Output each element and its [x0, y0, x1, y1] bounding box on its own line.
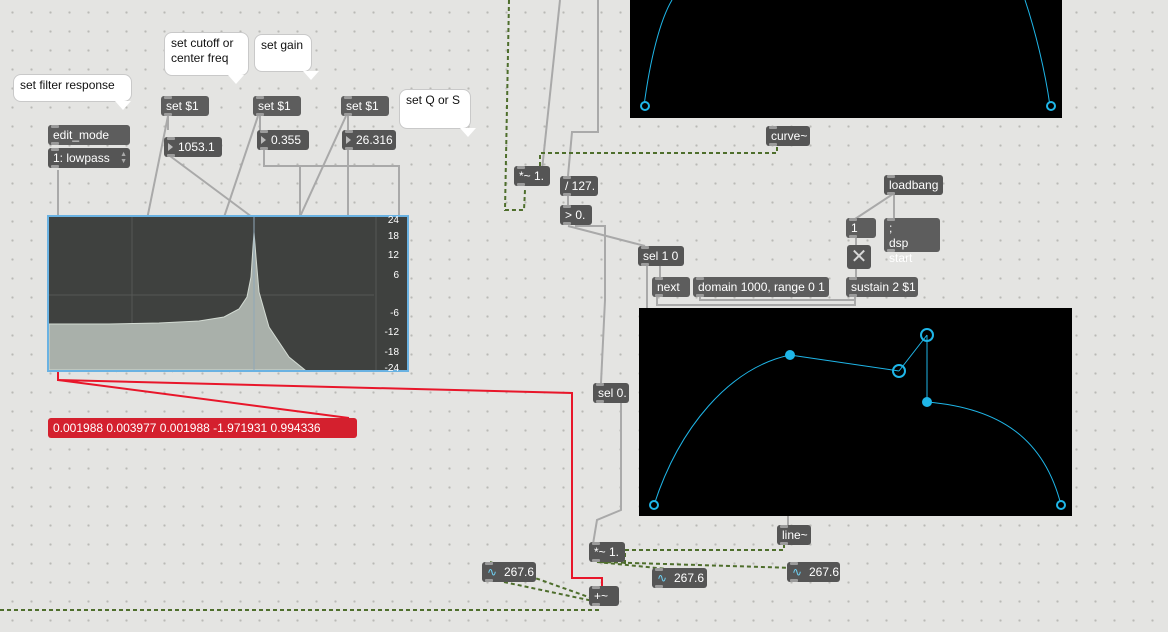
set-cutoff-message[interactable]: set $1	[161, 96, 209, 116]
line-function-panel[interactable]	[639, 308, 1072, 516]
gain-number[interactable]: 0.355	[257, 130, 309, 150]
x-toggle-icon[interactable]: ✕	[847, 245, 871, 269]
cutoff-value: 1053.1	[178, 140, 215, 154]
tilde-wave-icon: ∿	[792, 565, 803, 579]
signal-number-left[interactable]: ∿ 267.6	[482, 562, 536, 582]
set-q-message[interactable]: set $1	[341, 96, 389, 116]
curve-object[interactable]: curve~	[766, 126, 810, 146]
triangle-icon	[261, 136, 266, 144]
coefficients-message[interactable]: 0.001988 0.003977 0.001988 -1.971931 0.9…	[48, 418, 357, 438]
filter-response-curve	[49, 217, 377, 370]
db-label: -12	[384, 327, 399, 338]
tilde-wave-icon: ∿	[657, 571, 668, 585]
line-function-graph	[649, 328, 1066, 510]
db-label: -24	[384, 363, 399, 374]
sel-0[interactable]: sel 0.	[593, 383, 629, 403]
filter-type-value: 1: lowpass	[53, 151, 110, 165]
comment-set-filter-response: set filter response	[13, 74, 132, 110]
comment-set-gain: set gain	[254, 34, 320, 80]
filtergraph[interactable]: 24 18 12 6 -6 -12 -18 -24	[47, 215, 409, 374]
db-label: 6	[393, 270, 399, 281]
signal-value: 267.6	[674, 571, 705, 585]
tilde-wave-icon: ∿	[487, 565, 498, 579]
edit-mode-message[interactable]: edit_mode	[48, 125, 130, 145]
curve-function-panel[interactable]	[630, 0, 1062, 118]
triangle-icon	[168, 143, 173, 151]
loadbang-object[interactable]: loadbang	[884, 175, 943, 195]
chevron-updown-icon: ▲▼	[120, 151, 127, 165]
db-label: 18	[387, 231, 399, 242]
multiply-signal-top[interactable]: *~ 1.	[514, 166, 550, 186]
multiply-signal-bottom[interactable]: *~ 1.	[589, 542, 625, 562]
one-message[interactable]: 1	[846, 218, 876, 238]
q-number[interactable]: 26.316	[342, 130, 396, 150]
set-gain-message[interactable]: set $1	[253, 96, 301, 116]
db-label: -6	[390, 308, 399, 319]
db-label: 12	[387, 250, 399, 261]
filter-type-menu[interactable]: 1: lowpass ▲▼	[48, 148, 130, 168]
signal-number-mid[interactable]: ∿ 267.6	[652, 568, 707, 588]
signal-number-right[interactable]: ∿ 267.6	[787, 562, 840, 582]
divide-127[interactable]: / 127.	[560, 176, 598, 196]
q-value: 26.316	[356, 133, 393, 147]
domain-range-message[interactable]: domain 1000, range 0 1	[693, 277, 829, 297]
greater-than-zero[interactable]: > 0.	[560, 205, 592, 225]
line-object[interactable]: line~	[777, 525, 811, 545]
signal-value: 267.6	[504, 565, 535, 579]
cutoff-number[interactable]: 1053.1	[164, 137, 222, 157]
curve-function-graph	[640, 0, 1056, 111]
db-label: -18	[384, 347, 399, 358]
triangle-icon	[346, 136, 351, 144]
signal-value: 267.6	[809, 565, 840, 579]
sel-1-0[interactable]: sel 1 0	[638, 246, 684, 266]
next-message[interactable]: next	[652, 277, 690, 297]
gain-value: 0.355	[271, 133, 302, 147]
comment-set-cutoff: set cutoff or center freq	[164, 32, 249, 84]
comment-set-q: set Q or S	[399, 89, 477, 137]
sustain-message[interactable]: sustain 2 $1	[846, 277, 918, 297]
plus-signal[interactable]: +~	[589, 586, 619, 606]
db-label: 24	[387, 215, 399, 226]
dsp-start-message[interactable]: ; dsp start	[884, 218, 940, 265]
